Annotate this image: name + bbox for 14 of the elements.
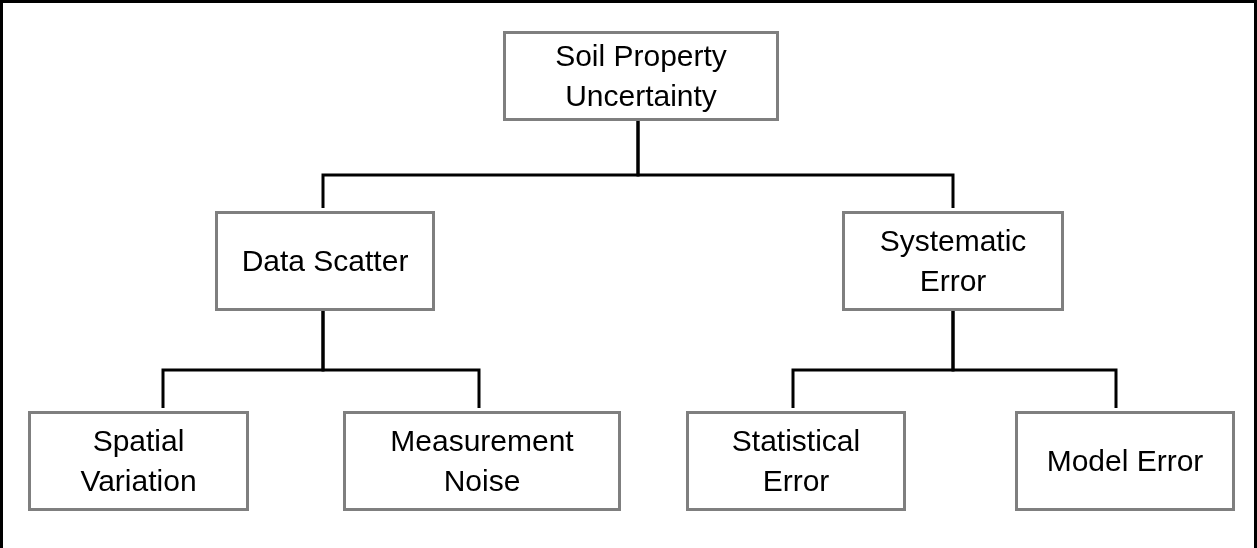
category-box <box>343 411 621 511</box>
category-box <box>215 211 435 311</box>
box-label: Spatial Variation <box>79 423 198 499</box>
category-box <box>842 211 1064 311</box>
box-label: Systematic Error <box>878 223 1028 299</box>
category-box <box>28 411 249 511</box>
category-box <box>686 411 906 511</box>
box-label: Statistical Error <box>730 423 862 499</box>
box-label: Measurement Noise <box>389 423 575 499</box>
box-label: Data Scatter <box>240 243 410 279</box>
box-label: Soil Property Uncertainty <box>554 38 728 114</box>
category-box <box>1015 411 1235 511</box>
box-label: Model Error <box>1045 443 1205 479</box>
category-box <box>503 31 779 121</box>
